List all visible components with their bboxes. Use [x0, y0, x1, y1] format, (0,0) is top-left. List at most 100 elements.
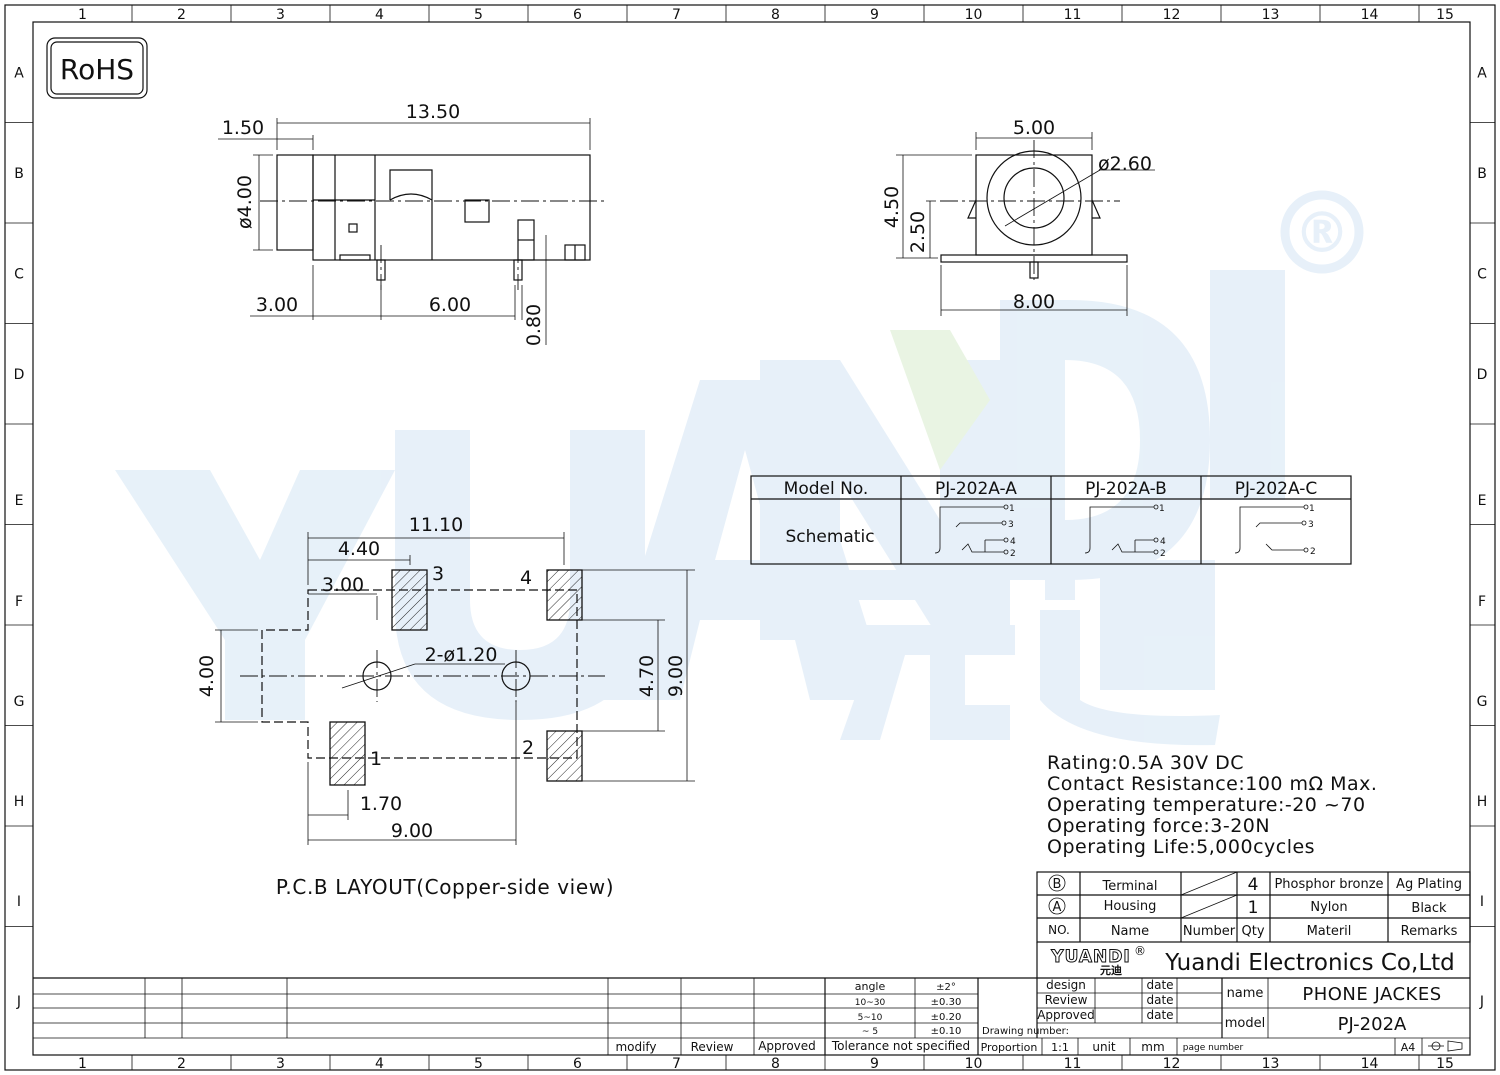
tolerance-range-2-value: ±0.20	[931, 1012, 962, 1023]
dim-4-50: 4.50	[881, 186, 903, 228]
row-letter-right: E	[1478, 493, 1487, 509]
row-letter-right: C	[1477, 266, 1487, 282]
company-logo: YUANDI	[1050, 947, 1130, 967]
date-label-1: date	[1146, 978, 1173, 992]
column-number-bottom: 5	[474, 1056, 483, 1072]
watermark: ®	[115, 190, 1364, 746]
column-number-top: 6	[573, 7, 582, 23]
front-view	[896, 132, 1155, 316]
tolerance-footer: Tolerance not specified	[831, 1039, 970, 1053]
bom-table	[1036, 871, 1471, 943]
row-letter-right: G	[1477, 694, 1488, 710]
row-letter-left: C	[14, 266, 24, 282]
model-a-header: PJ-202A-A	[935, 479, 1017, 499]
bom-header-qty: Qty	[1241, 924, 1264, 939]
column-number-bottom: 8	[771, 1056, 780, 1072]
svg-text:1: 1	[1159, 504, 1165, 514]
tolerance-range-3: ~ 5	[862, 1027, 878, 1037]
column-number-bottom: 3	[276, 1056, 285, 1072]
pin-label-1: 1	[370, 748, 382, 770]
tolerance-range-2: 5~10	[858, 1013, 883, 1023]
column-number-bottom: 15	[1436, 1056, 1454, 1072]
unit-value: mm	[1141, 1040, 1164, 1054]
column-number-top: 9	[870, 7, 879, 23]
row-letter-right: F	[1478, 594, 1486, 610]
proportion-label: Proportion	[981, 1041, 1038, 1054]
model-c-header: PJ-202A-C	[1235, 479, 1318, 499]
svg-text:3: 3	[1308, 520, 1314, 530]
bom-header-name: Name	[1111, 924, 1149, 939]
spec-operating-force: Operating force:3-20N	[1047, 815, 1270, 837]
bom-material-housing: Nylon	[1310, 900, 1347, 915]
bom-qty-terminal: 4	[1248, 875, 1259, 895]
dim-11-10: 11.10	[409, 514, 463, 536]
dim-hole-dia: 2-ø1.20	[425, 644, 498, 666]
row-letter-right: D	[1477, 367, 1488, 383]
column-number-top: 5	[474, 7, 483, 23]
row-letter-right: H	[1477, 794, 1488, 810]
row-letter-right: I	[1480, 894, 1484, 910]
column-number-top: 2	[177, 7, 186, 23]
bom-header-no: NO.	[1048, 923, 1070, 937]
tolerance-range-3-value: ±0.10	[931, 1026, 962, 1037]
row-letter-left: H	[14, 794, 25, 810]
bom-header-remarks: Remarks	[1401, 924, 1458, 939]
dim-9-00-horizontal: 9.00	[391, 820, 433, 842]
column-number-top: 11	[1064, 7, 1082, 23]
bom-name-housing: Housing	[1104, 899, 1157, 914]
dim-4-40: 4.40	[338, 538, 380, 560]
column-number-bottom: 6	[573, 1056, 582, 1072]
bom-no-b: B	[1053, 877, 1062, 892]
pad-4	[546, 569, 583, 621]
column-number-top: 8	[771, 7, 780, 23]
tolerance-range-1: 10~30	[855, 998, 886, 1008]
name-label: name	[1227, 986, 1264, 1001]
svg-text:1: 1	[1309, 504, 1315, 514]
column-number-top: 15	[1436, 7, 1454, 23]
pad-1	[329, 721, 366, 786]
column-number-bottom: 9	[870, 1056, 879, 1072]
dim-pcb-4-00: 4.00	[196, 655, 218, 697]
row-letter-left: A	[14, 65, 24, 81]
rohs-label: RoHS	[60, 53, 134, 86]
column-number-top: 4	[375, 7, 384, 23]
dim-2-50: 2.50	[907, 211, 929, 253]
bom-material-terminal: Phosphor bronze	[1274, 877, 1383, 892]
row-letter-left: G	[14, 694, 25, 710]
date-label-2: date	[1146, 993, 1173, 1007]
row-letter-left: I	[17, 894, 21, 910]
dim-4-70: 4.70	[636, 655, 658, 697]
spec-operating-life: Operating Life:5,000cycles	[1047, 836, 1315, 858]
spec-rating: Rating:0.5A 30V DC	[1047, 752, 1244, 774]
column-number-bottom: 12	[1163, 1056, 1181, 1072]
bom-header-number: Number	[1183, 924, 1236, 939]
column-number-bottom: 7	[672, 1056, 681, 1072]
pad-2	[546, 730, 583, 782]
pin-label-2: 2	[522, 737, 534, 759]
column-number-bottom: 14	[1361, 1056, 1379, 1072]
proportion-value: 1:1	[1051, 1041, 1069, 1054]
column-number-top: 10	[965, 7, 983, 23]
page-number-label: page number	[1183, 1043, 1244, 1053]
row-letter-right: A	[1477, 65, 1487, 81]
spec-operating-temperature: Operating temperature:-20 ~70	[1047, 794, 1366, 816]
row-letter-left: D	[14, 367, 25, 383]
bom-header-material: Materil	[1307, 924, 1352, 939]
dim-3-00: 3.00	[256, 294, 298, 316]
paper-size: A4	[1401, 1041, 1416, 1054]
logo-registered: ®	[1134, 944, 1146, 958]
column-number-top: 3	[276, 7, 285, 23]
company-name: Yuandi Electronics Co,Ltd	[1164, 950, 1455, 976]
design-label: design	[1046, 978, 1086, 992]
pin-label-4: 4	[520, 567, 532, 589]
tolerance-angle: angle	[855, 980, 886, 993]
dim-9-00-vertical: 9.00	[665, 655, 687, 697]
svg-text:4: 4	[1010, 537, 1016, 547]
column-number-top: 1	[78, 7, 87, 23]
dim-pcb-3-00: 3.00	[322, 574, 364, 596]
approved-label: Approved	[1037, 1008, 1095, 1022]
row-letter-left: F	[15, 594, 23, 610]
model-table	[750, 475, 1352, 565]
